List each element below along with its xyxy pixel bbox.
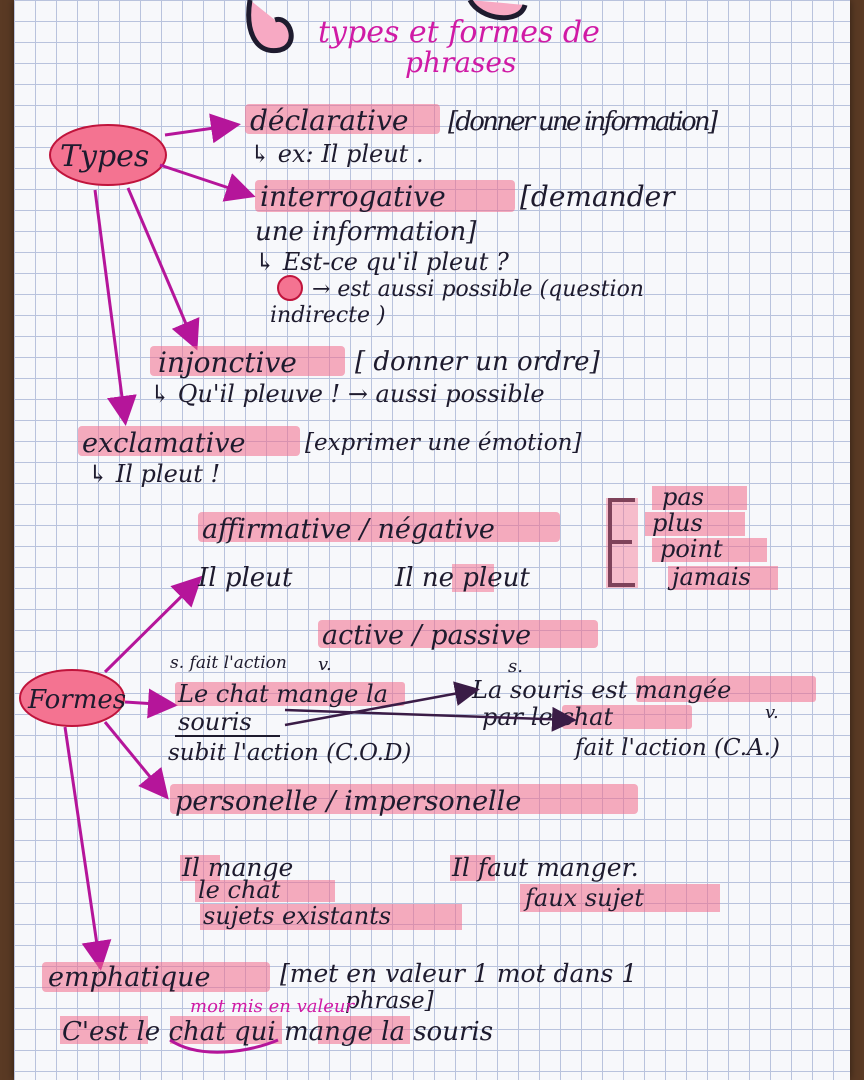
neg-word-2: plus (652, 509, 703, 537)
active-note-s: s. fait l'action (170, 653, 287, 673)
passive-v2: v. (765, 702, 779, 723)
active-souris: souris (178, 708, 252, 736)
emphatique-term: emphatique (48, 962, 211, 993)
active-term: active / passive (322, 620, 531, 651)
affirmative-term: affirmative / négative (202, 514, 495, 545)
arrow-affirmative (103, 575, 203, 674)
neg-word-4: jamais (667, 563, 751, 591)
arrow-injonctive (126, 187, 200, 351)
declarative-def: [donner une information] (448, 107, 719, 137)
declarative-example: ↳ ex: Il pleut . (250, 140, 424, 168)
interrogative-ex1: ↳ Est-ce qu'il pleut ? (255, 248, 509, 276)
interrogative-ex2: → est aussi possible (question (312, 277, 644, 302)
arrow-chat-swap (284, 706, 577, 732)
formes-bubble (19, 669, 125, 727)
personelle-ex2b: faux sujet (523, 884, 644, 912)
interrogative-def2: une information] (255, 217, 477, 247)
title-line1: types et formes de (318, 15, 600, 50)
active-subit: subit l'action (C.O.D) (168, 740, 411, 766)
title-line2: phrases (405, 46, 516, 79)
active-v1: v. (318, 654, 332, 675)
personelle-ex1c: sujets existants (203, 902, 391, 930)
types-bubble (49, 124, 167, 186)
passive-fait: fait l'action (C.A.) (573, 735, 780, 761)
affirmative-ex2: Il ne pleut (394, 563, 530, 593)
bracket-icon (608, 498, 635, 587)
types-label: Types (60, 139, 149, 174)
arrow-active (124, 688, 178, 719)
neg-word-1: pas (662, 483, 704, 511)
title-logo (246, 0, 528, 54)
emphatique-def2: phrase] (345, 988, 434, 1014)
exclamative-def: [exprimer une émotion] (305, 430, 581, 456)
passive-sentence: La souris est mangée (471, 676, 731, 704)
active-sentence1: Le chat mange la (177, 680, 388, 708)
emphatique-note: mot mis en valeur (190, 996, 356, 1017)
injonctive-example: ↳ Qu'il pleuve ! → aussi possible (150, 380, 545, 408)
personelle-ex1b: le chat (198, 876, 281, 904)
interrogative-term: interrogative (260, 180, 446, 213)
declarative-term: déclarative (250, 104, 409, 137)
interrogative-ex3: indirecte ) (270, 303, 386, 328)
arrow-emphatique (63, 726, 112, 971)
neg-word-3: point (660, 535, 723, 563)
active-s2: s. (508, 656, 523, 677)
emphatique-def: [met en valeur 1 mot dans 1 (280, 959, 637, 988)
personelle-term: personelle / impersonelle (175, 786, 521, 817)
personelle-ex1: Il mange (181, 853, 293, 882)
arrow-personelle (103, 721, 169, 800)
emphatique-example: C'est le chat qui mange la souris (62, 1017, 493, 1047)
injonctive-term: injonctive (158, 346, 297, 379)
arrow-declarative (164, 113, 241, 144)
injonctive-def: [ donner un ordre] (355, 347, 601, 377)
exclamative-term: exclamative (82, 428, 245, 459)
arrow-souris-swap (284, 681, 480, 727)
personelle-ex2: Il faut manger. (451, 853, 639, 882)
interrogative-def1: [demander (520, 180, 676, 213)
affirmative-ex1: Il pleut (197, 563, 293, 593)
arrow-exclamative (93, 189, 137, 426)
arrow-interrogative (159, 163, 256, 202)
formes-label: Formes (27, 685, 126, 715)
exclamative-example: ↳ Il pleut ! (88, 460, 220, 488)
